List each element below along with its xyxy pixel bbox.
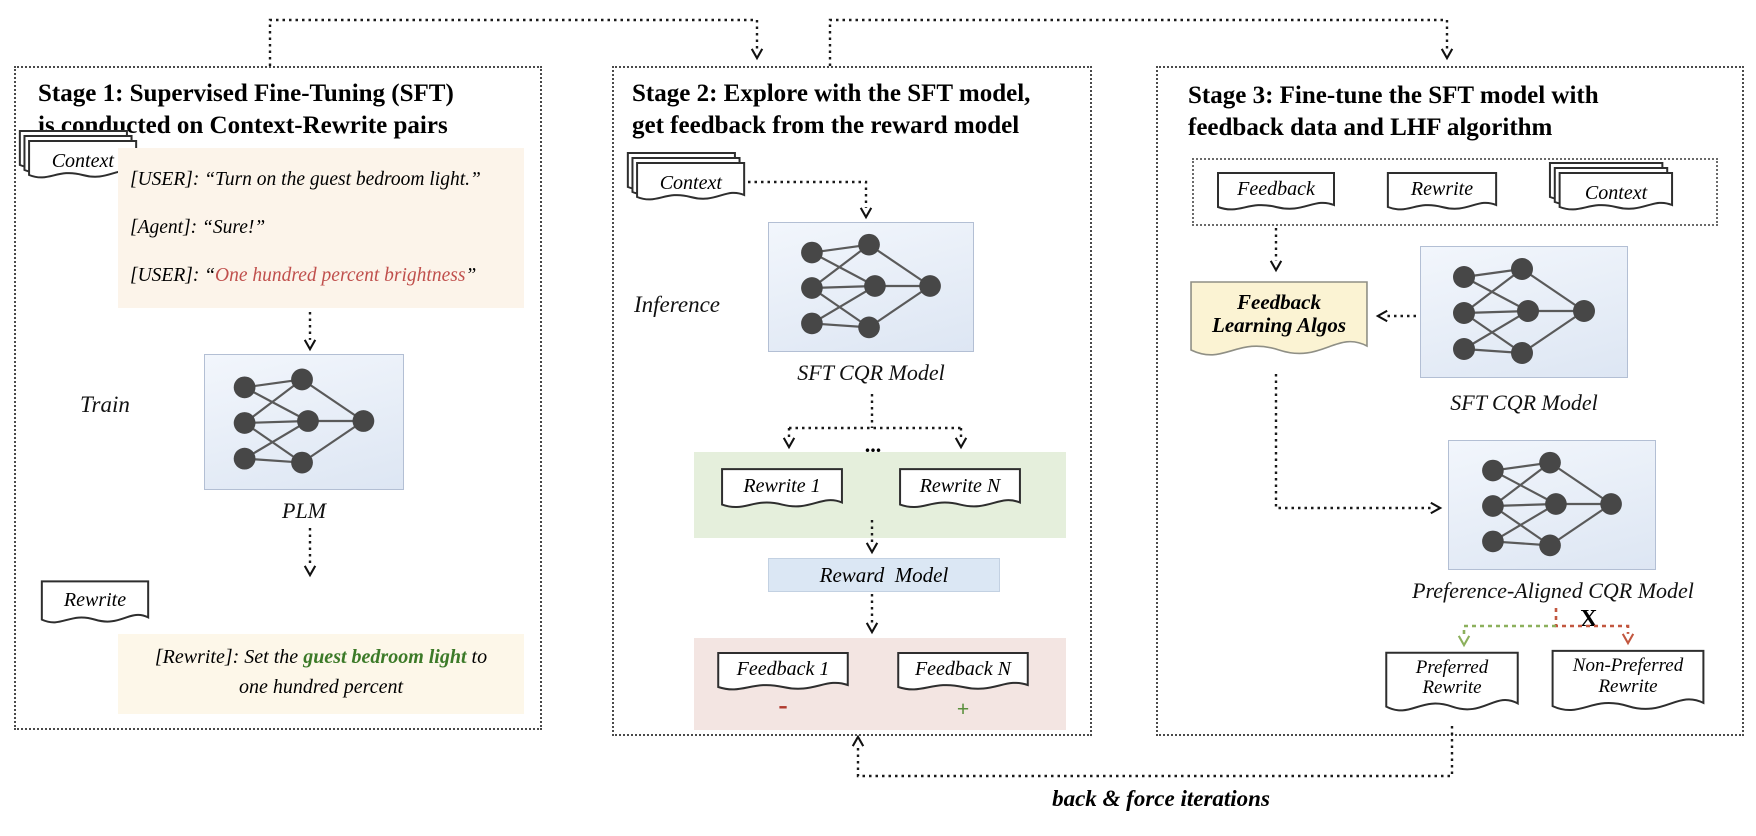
stage2-title: Stage 2: Explore with the SFT model, get… [632, 78, 1030, 142]
plm-label: PLM [282, 498, 326, 523]
iterations-label: back & force iterations [1052, 786, 1270, 811]
arrow-stage1-to-stage2 [268, 18, 764, 66]
rewrite-doc-stage1: Rewrite [40, 578, 150, 632]
stage3-title: Stage 3: Fine-tune the SFT model with fe… [1188, 80, 1599, 144]
dialogue-user2-prefix: [USER]: “ [130, 265, 216, 286]
negative-feedback-sign: - [778, 690, 788, 721]
preference-aligned-model-label: Preference-Aligned CQR Model [1412, 578, 1694, 603]
doc-label: Feedback [1237, 178, 1315, 201]
doc-label: Non-Preferred Rewrite [1550, 646, 1706, 708]
dialogue-line-agent: [Agent]: “Sure!” [130, 217, 266, 238]
rewrite1-doc: Rewrite 1 [720, 466, 844, 516]
doc-label: Rewrite [63, 588, 127, 611]
rewrite-output-prefix: [Rewrite]: Set the [154, 646, 304, 668]
stage2-title-line2: get feedback from the reward model [632, 112, 1020, 139]
stage3-title-line2: feedback data and LHF algorithm [1188, 114, 1553, 141]
ellipsis-label: ... [864, 432, 882, 457]
doc-label: Rewrite [1410, 178, 1474, 201]
neural-network-icon [1451, 256, 1597, 366]
doc-label: Preferred Rewrite [1384, 648, 1520, 709]
rewrite-output-suffix: to one hundred percent [238, 646, 488, 698]
reward-model-box: Reward Model [768, 558, 1000, 592]
doc-label: Rewrite N [919, 475, 1001, 497]
preferred-line2: Rewrite [1422, 677, 1482, 699]
context-doc-stack-stage1: Context [18, 128, 138, 186]
preferred-line1: Preferred [1415, 656, 1489, 678]
note-label: Feedback Learning Algos [1188, 276, 1370, 353]
neural-network-icon [800, 232, 942, 340]
sft-network-box-stage3 [1420, 246, 1628, 378]
non-preferred-line1: Non-Preferred [1572, 655, 1684, 677]
feedback1-doc: Feedback 1 [716, 650, 850, 698]
inference-label: Inference [634, 292, 720, 317]
sft-network-box-stage2 [768, 222, 974, 352]
rewrite-doc-stage3: Rewrite [1386, 170, 1498, 218]
rewriteN-doc: Rewrite N [898, 466, 1022, 516]
feedback-data-group-box [1192, 158, 1718, 226]
non-preferred-rewrite-doc: Non-Preferred Rewrite [1550, 646, 1706, 724]
dialogue-line-user2: [USER]: “One hundred percent brightness” [130, 265, 512, 287]
train-label: Train [80, 392, 130, 417]
neural-network-icon [1481, 450, 1623, 558]
stage2-title-line1: Stage 2: Explore with the SFT model, [632, 80, 1031, 107]
doc-label: Feedback N [914, 658, 1012, 681]
neural-network-icon [232, 367, 376, 475]
rejected-x-mark: X [1580, 606, 1598, 632]
preference-aligned-network-box [1448, 440, 1656, 570]
doc-label: Rewrite 1 [743, 475, 821, 497]
preferred-rewrite-doc: Preferred Rewrite [1384, 648, 1520, 724]
rewrite-output-highlight: guest bedroom light [303, 646, 467, 668]
sft-model-label-stage3: SFT CQR Model [1450, 390, 1598, 415]
context-doc-stack-stage2: Context [626, 150, 746, 208]
note-line2: Learning Algos [1212, 313, 1346, 338]
dialogue-user2-suffix: ” [465, 265, 477, 286]
doc-label: Context [51, 150, 114, 173]
stage1-title: Stage 1: Supervised Fine-Tuning (SFT) is… [38, 78, 454, 142]
context-doc-stack-stage3: Context [1548, 160, 1674, 218]
doc-label: Feedback 1 [736, 658, 830, 681]
plm-network-box [204, 354, 404, 490]
sft-model-label-stage2: SFT CQR Model [797, 360, 945, 385]
non-preferred-line2: Rewrite [1598, 676, 1658, 698]
stage3-title-line1: Stage 3: Fine-tune the SFT model with [1188, 82, 1599, 109]
rewrite-output-block: [Rewrite]: Set the guest bedroom light t… [118, 634, 524, 714]
dialogue-block: [USER]: “Turn on the guest bedroom light… [118, 148, 524, 308]
feedback-learning-algos-note: Feedback Learning Algos [1188, 276, 1370, 372]
positive-feedback-sign: + [956, 696, 970, 721]
dialogue-line-user1: [USER]: “Turn on the guest bedroom light… [130, 169, 481, 190]
note-line1: Feedback [1237, 290, 1321, 315]
dialogue-user2-red-text: One hundred percent brightness [215, 265, 466, 286]
feedback-doc-stage3: Feedback [1216, 170, 1336, 218]
feedbackN-doc: Feedback N [896, 650, 1030, 698]
doc-label: Context [659, 172, 722, 195]
doc-label: Context [1584, 182, 1648, 205]
arrow-stage2-to-stage3 [828, 18, 1454, 66]
stage1-title-line1: Stage 1: Supervised Fine-Tuning (SFT) [38, 80, 454, 107]
